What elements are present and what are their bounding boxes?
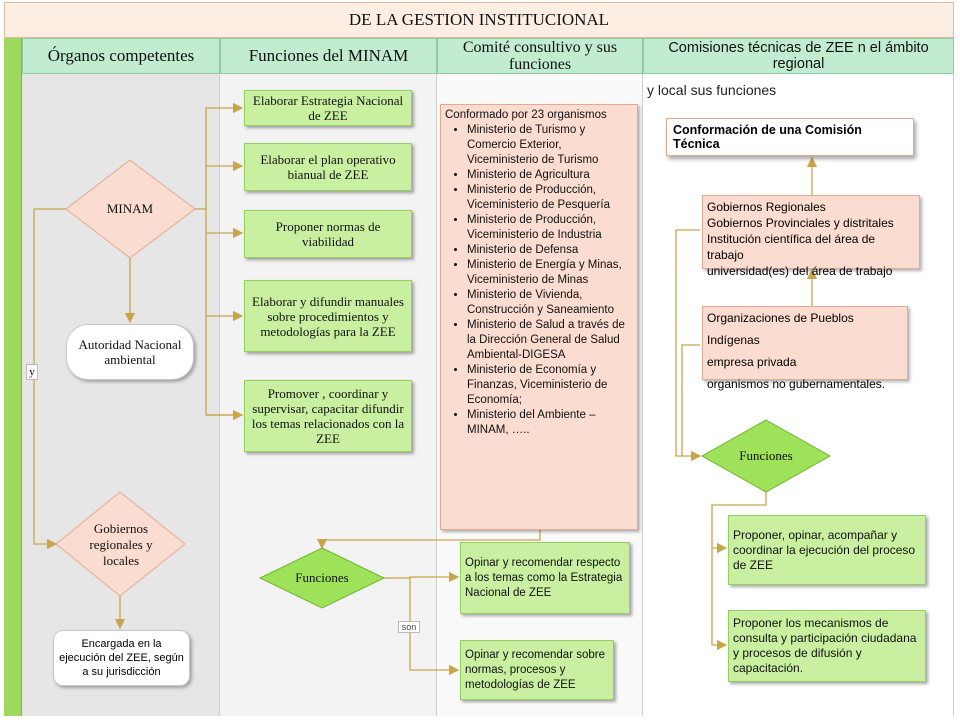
comite-member-item: Ministerio de Producción, Viceministerio… — [467, 213, 633, 243]
comision-member: Organizaciones de Pueblos Indígenas — [707, 311, 854, 347]
comision-function-box: Proponer los mecanismos de consulta y pa… — [728, 610, 926, 682]
comite-member-item: Ministerio del Ambiente – MINAM, ….. — [467, 408, 633, 438]
comite-member-item: Ministerio de Economía y Finanzas, Vicem… — [467, 363, 633, 408]
gobiernos-diamond — [55, 491, 186, 597]
connector-minam-gobiernos — [33, 208, 66, 550]
comision-organizaciones-box: Organizaciones de Pueblos Indígenas empr… — [702, 306, 908, 391]
minam-function-box: Elaborar el plan operativo bianual de ZE… — [244, 143, 412, 191]
comite-function-box: Opinar y recomendar respecto a los temas… — [460, 542, 630, 614]
connector-funciones-func2 — [409, 578, 460, 676]
connector-funciones-func1 — [384, 571, 460, 583]
son-label: son — [398, 621, 420, 633]
comision-member: Gobiernos Provinciales y distritales — [707, 216, 894, 230]
title-bar — [4, 2, 954, 38]
header-comite: Comité consultivo y sus funciones — [437, 38, 643, 74]
comite-member-item: Ministerio de Vivienda, Construcción y S… — [467, 288, 633, 318]
diagram-title: DE LA GESTION INSTITUCIONAL — [348, 10, 610, 29]
comite-member-item: Ministerio de Energía y Minas, Viceminis… — [467, 258, 633, 288]
minam-function-box: Elaborar Estrategia Nacional de ZEE — [244, 90, 412, 126]
header-organos: Órganos competentes — [22, 38, 220, 74]
connector-funciones-c4func1 — [711, 492, 767, 554]
comite-members-box: Conformado por 23 organismos Ministerio … — [440, 104, 638, 530]
connector-minam-box1 — [195, 102, 244, 210]
connector-organizaciones-funciones — [681, 344, 700, 456]
header-funciones-minam: Funciones del MINAM — [220, 38, 437, 74]
connector-minam-trunk — [205, 209, 242, 416]
funciones-diamond-comision — [700, 419, 832, 493]
connector-funciones-c4func2 — [711, 548, 728, 651]
comite-members-list: Ministerio de Turismo y Comercio Exterio… — [445, 123, 633, 438]
connector-comite-funciones — [316, 530, 541, 550]
funciones-diamond-minam — [258, 547, 386, 609]
comision-function-box: Proponer, opinar, acompañar y coordinar … — [728, 515, 926, 585]
minam-label: MINAM — [106, 201, 154, 216]
comite-member-item: Ministerio de Salud a través de la Direc… — [467, 318, 633, 363]
minam-diamond — [65, 159, 196, 259]
comite-member-item: Ministerio de Agricultura — [467, 168, 633, 183]
comite-function-box: Opinar y recomendar sobre normas, proces… — [460, 640, 614, 700]
conformacion-box: Conformación de una Comisión Técnica — [666, 118, 914, 156]
funciones-comision-label: Funciones — [739, 448, 793, 463]
comite-member-item: Ministerio de Turismo y Comercio Exterio… — [467, 123, 633, 168]
comision-member: organismos no gubernamentales. — [707, 377, 886, 391]
comision-gobiernos-box: Gobiernos Regionales Gobiernos Provincia… — [702, 195, 920, 278]
comite-member-item: Ministerio de Producción, Viceministerio… — [467, 183, 633, 213]
minam-function-box: Elaborar y difundir manuales sobre proce… — [244, 280, 412, 352]
encargada-box: Encargada en la ejecución del ZEE, según… — [53, 630, 190, 686]
comision-member: Institución científica del área de traba… — [707, 232, 876, 262]
comision-member: empresa privada — [707, 355, 797, 369]
comision-member: universidad(es) del área de trabajo — [707, 264, 893, 278]
comite-member-item: Ministerio de Defensa — [467, 243, 633, 258]
left-accent-bar — [4, 38, 22, 716]
funciones-minam-label: Funciones — [295, 570, 349, 585]
autoridad-label: Autoridad Nacional ambiental — [78, 337, 182, 367]
autoridad-rounded-box — [66, 324, 194, 380]
column-comisiones — [643, 74, 954, 716]
comite-intro: Conformado por 23 organismos — [445, 109, 607, 121]
comision-member: Gobiernos Regionales — [707, 200, 826, 214]
header-comisiones: Comisiones técnicas de ZEE n el ámbito r… — [643, 38, 954, 74]
connector-gobiernos-funciones — [675, 229, 702, 462]
minam-function-box: Proponer normas de viabilidad — [244, 210, 412, 258]
comisiones-subtitle: y local sus funciones — [647, 82, 777, 98]
gobiernos-label: Gobiernos regionales y locales — [89, 521, 153, 568]
y-label: y — [26, 364, 38, 380]
minam-function-box: Promover , coordinar y supervisar, capac… — [244, 380, 412, 452]
